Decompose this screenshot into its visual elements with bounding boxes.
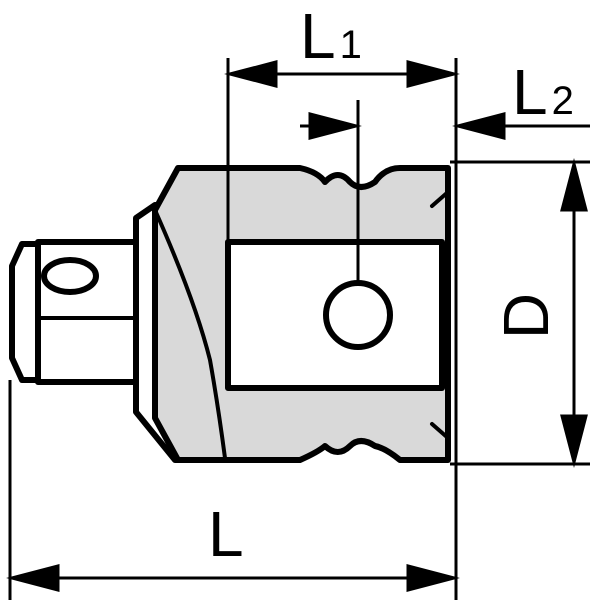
label-l1-main: L [300,0,336,72]
socket-body-bevel [153,208,227,460]
arrowhead [308,112,362,140]
arrowhead [224,60,278,88]
label-d: D [490,293,562,339]
chamfer-top [430,190,450,208]
arrowhead [560,158,588,212]
dimensions [6,58,590,600]
arrowhead [406,564,460,592]
adapter-part [9,165,451,463]
dimension-l1 [224,60,460,88]
male-square-drive [9,239,139,385]
dimension-d [560,158,588,468]
arrowhead [406,60,460,88]
arrowhead [452,112,506,140]
label-l: L [208,498,244,570]
arrowhead [560,414,588,468]
label-l2-main: L [512,56,548,128]
cross-pin-hole [323,280,393,350]
chamfer-bottom [430,422,450,440]
dimension-l [6,564,460,592]
detent-ball-hole [41,257,99,295]
label-l2-subscript: 2 [552,79,574,123]
arrowhead [6,564,60,592]
label-l1-subscript: 1 [340,23,362,67]
dimension-l2 [300,112,590,140]
